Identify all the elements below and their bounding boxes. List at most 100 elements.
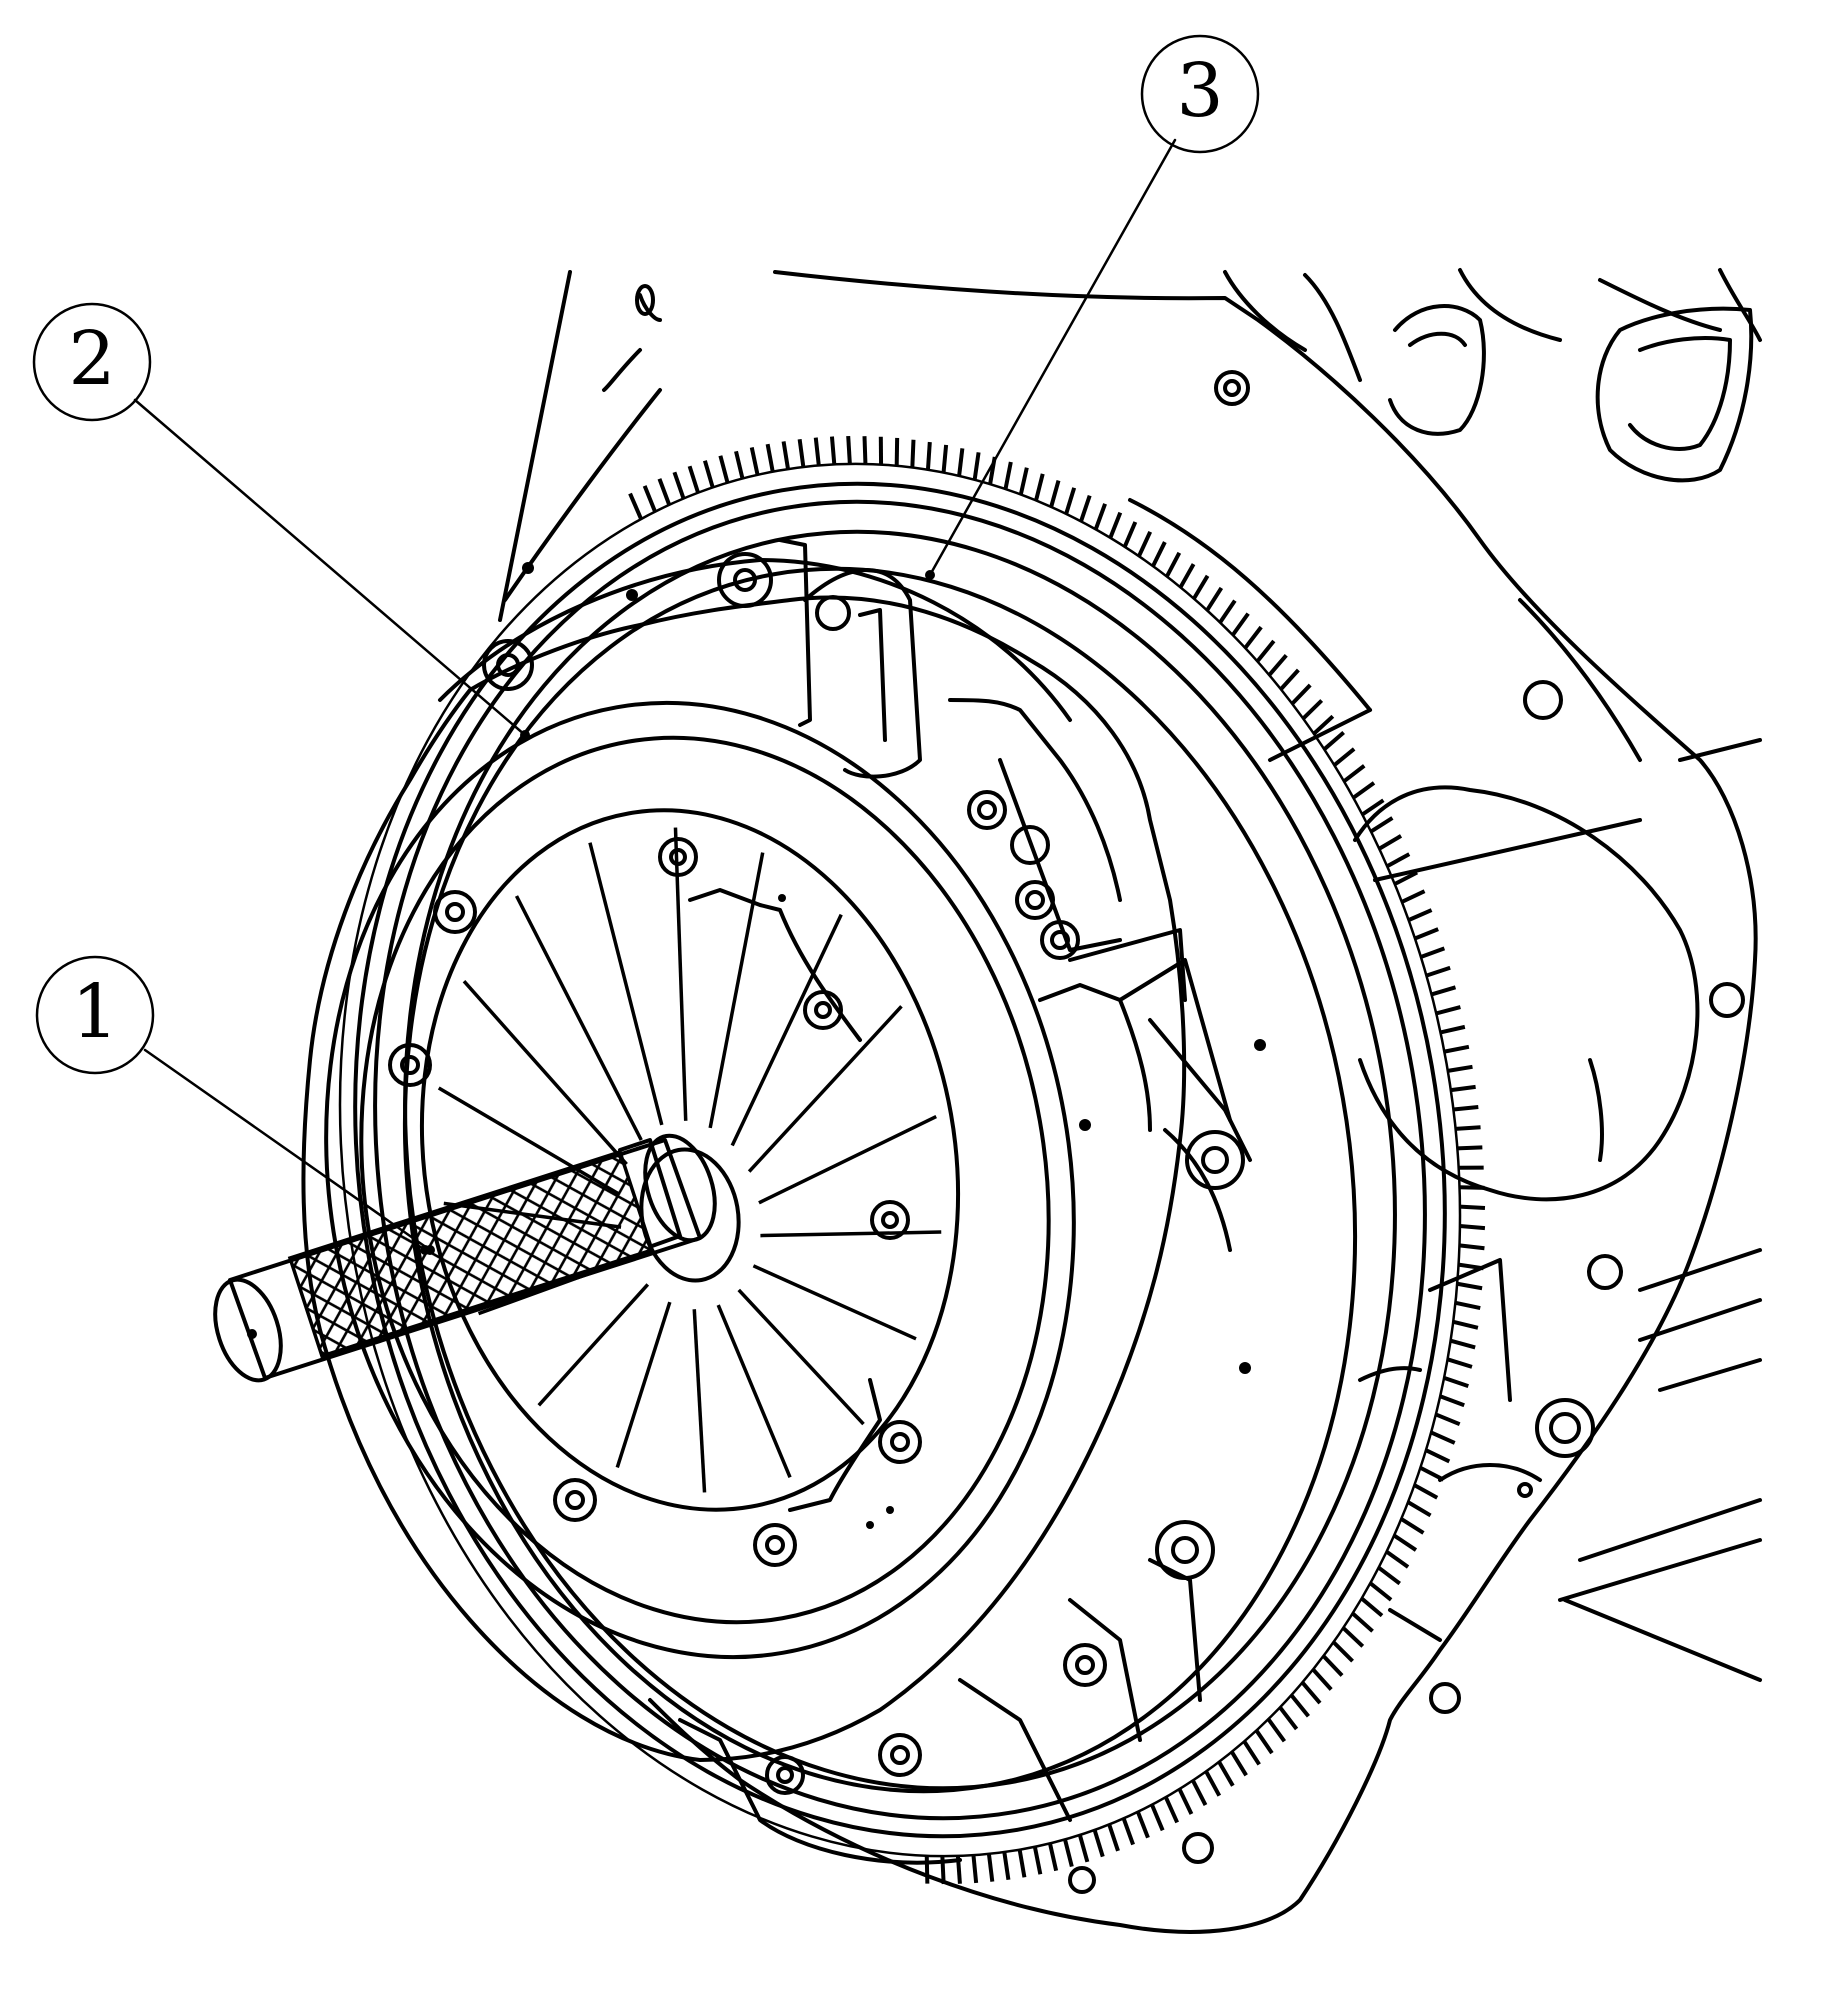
gear-tooth	[1093, 503, 1107, 531]
gear-tooth	[1312, 714, 1335, 736]
gear-tooth	[1049, 480, 1061, 508]
spring-finger	[737, 1288, 865, 1426]
gear-tooth	[1439, 1394, 1465, 1408]
gear-tooth	[1341, 1626, 1365, 1648]
gear-tooth	[1443, 1375, 1469, 1389]
gear-tooth	[1254, 1729, 1274, 1755]
gear-tooth	[1243, 625, 1263, 650]
gear-tooth	[1300, 1681, 1322, 1705]
gear-tooth	[749, 447, 760, 476]
gear-tooth	[1456, 1281, 1483, 1291]
gear-tooth	[1255, 639, 1276, 663]
gear-tooth	[1137, 530, 1153, 558]
spring-finger	[747, 1005, 903, 1173]
spring-finger	[708, 852, 765, 1129]
gear-tooth	[1151, 541, 1167, 568]
gear-tooth	[1311, 1668, 1333, 1691]
gear-tooth	[1017, 1849, 1027, 1878]
gear-tooth	[1452, 1319, 1479, 1330]
spring-finger	[615, 1301, 672, 1468]
gear-tooth	[1290, 683, 1312, 706]
gear-tooth	[1419, 1465, 1445, 1482]
gear-tooth	[1108, 511, 1123, 539]
gear-tooth	[1446, 1357, 1473, 1369]
gear-tooth	[1064, 487, 1077, 515]
spring-finger	[760, 1230, 942, 1238]
gear-tooth	[1135, 1811, 1150, 1839]
gear-tooth	[1192, 574, 1210, 600]
gear-tooth	[1267, 653, 1288, 677]
gear-tooth	[1048, 1842, 1059, 1872]
gear-tooth	[1150, 1803, 1165, 1832]
gear-tooth	[1034, 473, 1045, 501]
gear-tooth	[1425, 1448, 1451, 1464]
gear-tooth	[1443, 1044, 1470, 1054]
gear-tooth	[1204, 1770, 1222, 1797]
gear-tooth	[1457, 1145, 1483, 1151]
gear-tooth	[1218, 599, 1237, 624]
gear-tooth	[1266, 1717, 1287, 1743]
gear-tooth	[1242, 1740, 1261, 1766]
spring-finger	[588, 842, 664, 1126]
spring-finger	[692, 1309, 707, 1493]
gear-tooth	[1003, 461, 1013, 490]
gear-tooth	[1378, 834, 1403, 851]
gear-tooth	[910, 439, 916, 468]
gear-tooth	[1361, 798, 1385, 817]
gear-tooth	[765, 443, 775, 473]
gear-tooth	[971, 1854, 979, 1884]
gear-tooth	[1440, 1024, 1466, 1035]
gear-tooth	[1122, 521, 1138, 548]
gear-tooth	[846, 435, 852, 465]
gear-tooth	[1413, 1483, 1439, 1500]
gear-tooth	[718, 455, 730, 484]
callout-1: 1	[35, 955, 155, 1075]
gear-tooth	[1163, 1796, 1179, 1824]
spring-finger	[514, 895, 643, 1141]
gear-tooth	[1279, 668, 1300, 691]
gear-tooth	[781, 441, 790, 470]
gear-tooth	[1322, 730, 1345, 751]
spring-finger	[716, 1304, 792, 1479]
gear-tooth	[1450, 1084, 1476, 1093]
gear-tooth	[1393, 870, 1419, 886]
gear-tooth	[1342, 764, 1366, 783]
gear-tooth	[1018, 467, 1029, 495]
callout-3-label: 3	[1176, 48, 1223, 134]
spring-finger	[462, 980, 628, 1166]
gear-tooth	[986, 1853, 995, 1882]
gear-tooth	[1459, 1204, 1486, 1211]
gear-tooth	[1392, 1533, 1418, 1552]
gear-tooth	[1107, 1823, 1120, 1852]
gear-tooth	[1289, 1693, 1310, 1718]
gear-tooth	[1002, 1851, 1011, 1881]
gear-tooth	[1450, 1338, 1476, 1350]
gear-tooth	[1301, 699, 1324, 721]
gear-tooth	[925, 441, 932, 470]
gear-tooth	[1369, 816, 1394, 834]
gear-tooth	[1455, 1125, 1481, 1131]
callout-1-label: 1	[71, 969, 118, 1055]
gear-tooth	[862, 436, 868, 465]
gear-tooth	[972, 452, 981, 481]
gear-tooth	[702, 460, 715, 489]
spring-finger	[758, 1115, 937, 1205]
gear-tooth	[1079, 494, 1092, 523]
gear-tooth	[1230, 1750, 1248, 1777]
gear-tooth	[1369, 1581, 1393, 1602]
gear-tooth	[1352, 781, 1376, 800]
gear-tooth	[1453, 1105, 1479, 1112]
callout-2: 2	[32, 302, 152, 422]
diaphragm-spring	[437, 827, 942, 1493]
spring-finger	[673, 827, 688, 1121]
gear-tooth	[1430, 1430, 1456, 1445]
gear-tooth	[1459, 1185, 1485, 1190]
gear-tooth	[1385, 1550, 1410, 1569]
engine-housing	[498, 268, 1762, 1934]
gear-tooth	[1077, 1834, 1090, 1863]
gear-tooth	[1322, 1654, 1344, 1677]
gear-tooth	[687, 465, 700, 494]
flywheel	[338, 435, 1486, 1885]
gear-tooth	[1121, 1817, 1135, 1846]
